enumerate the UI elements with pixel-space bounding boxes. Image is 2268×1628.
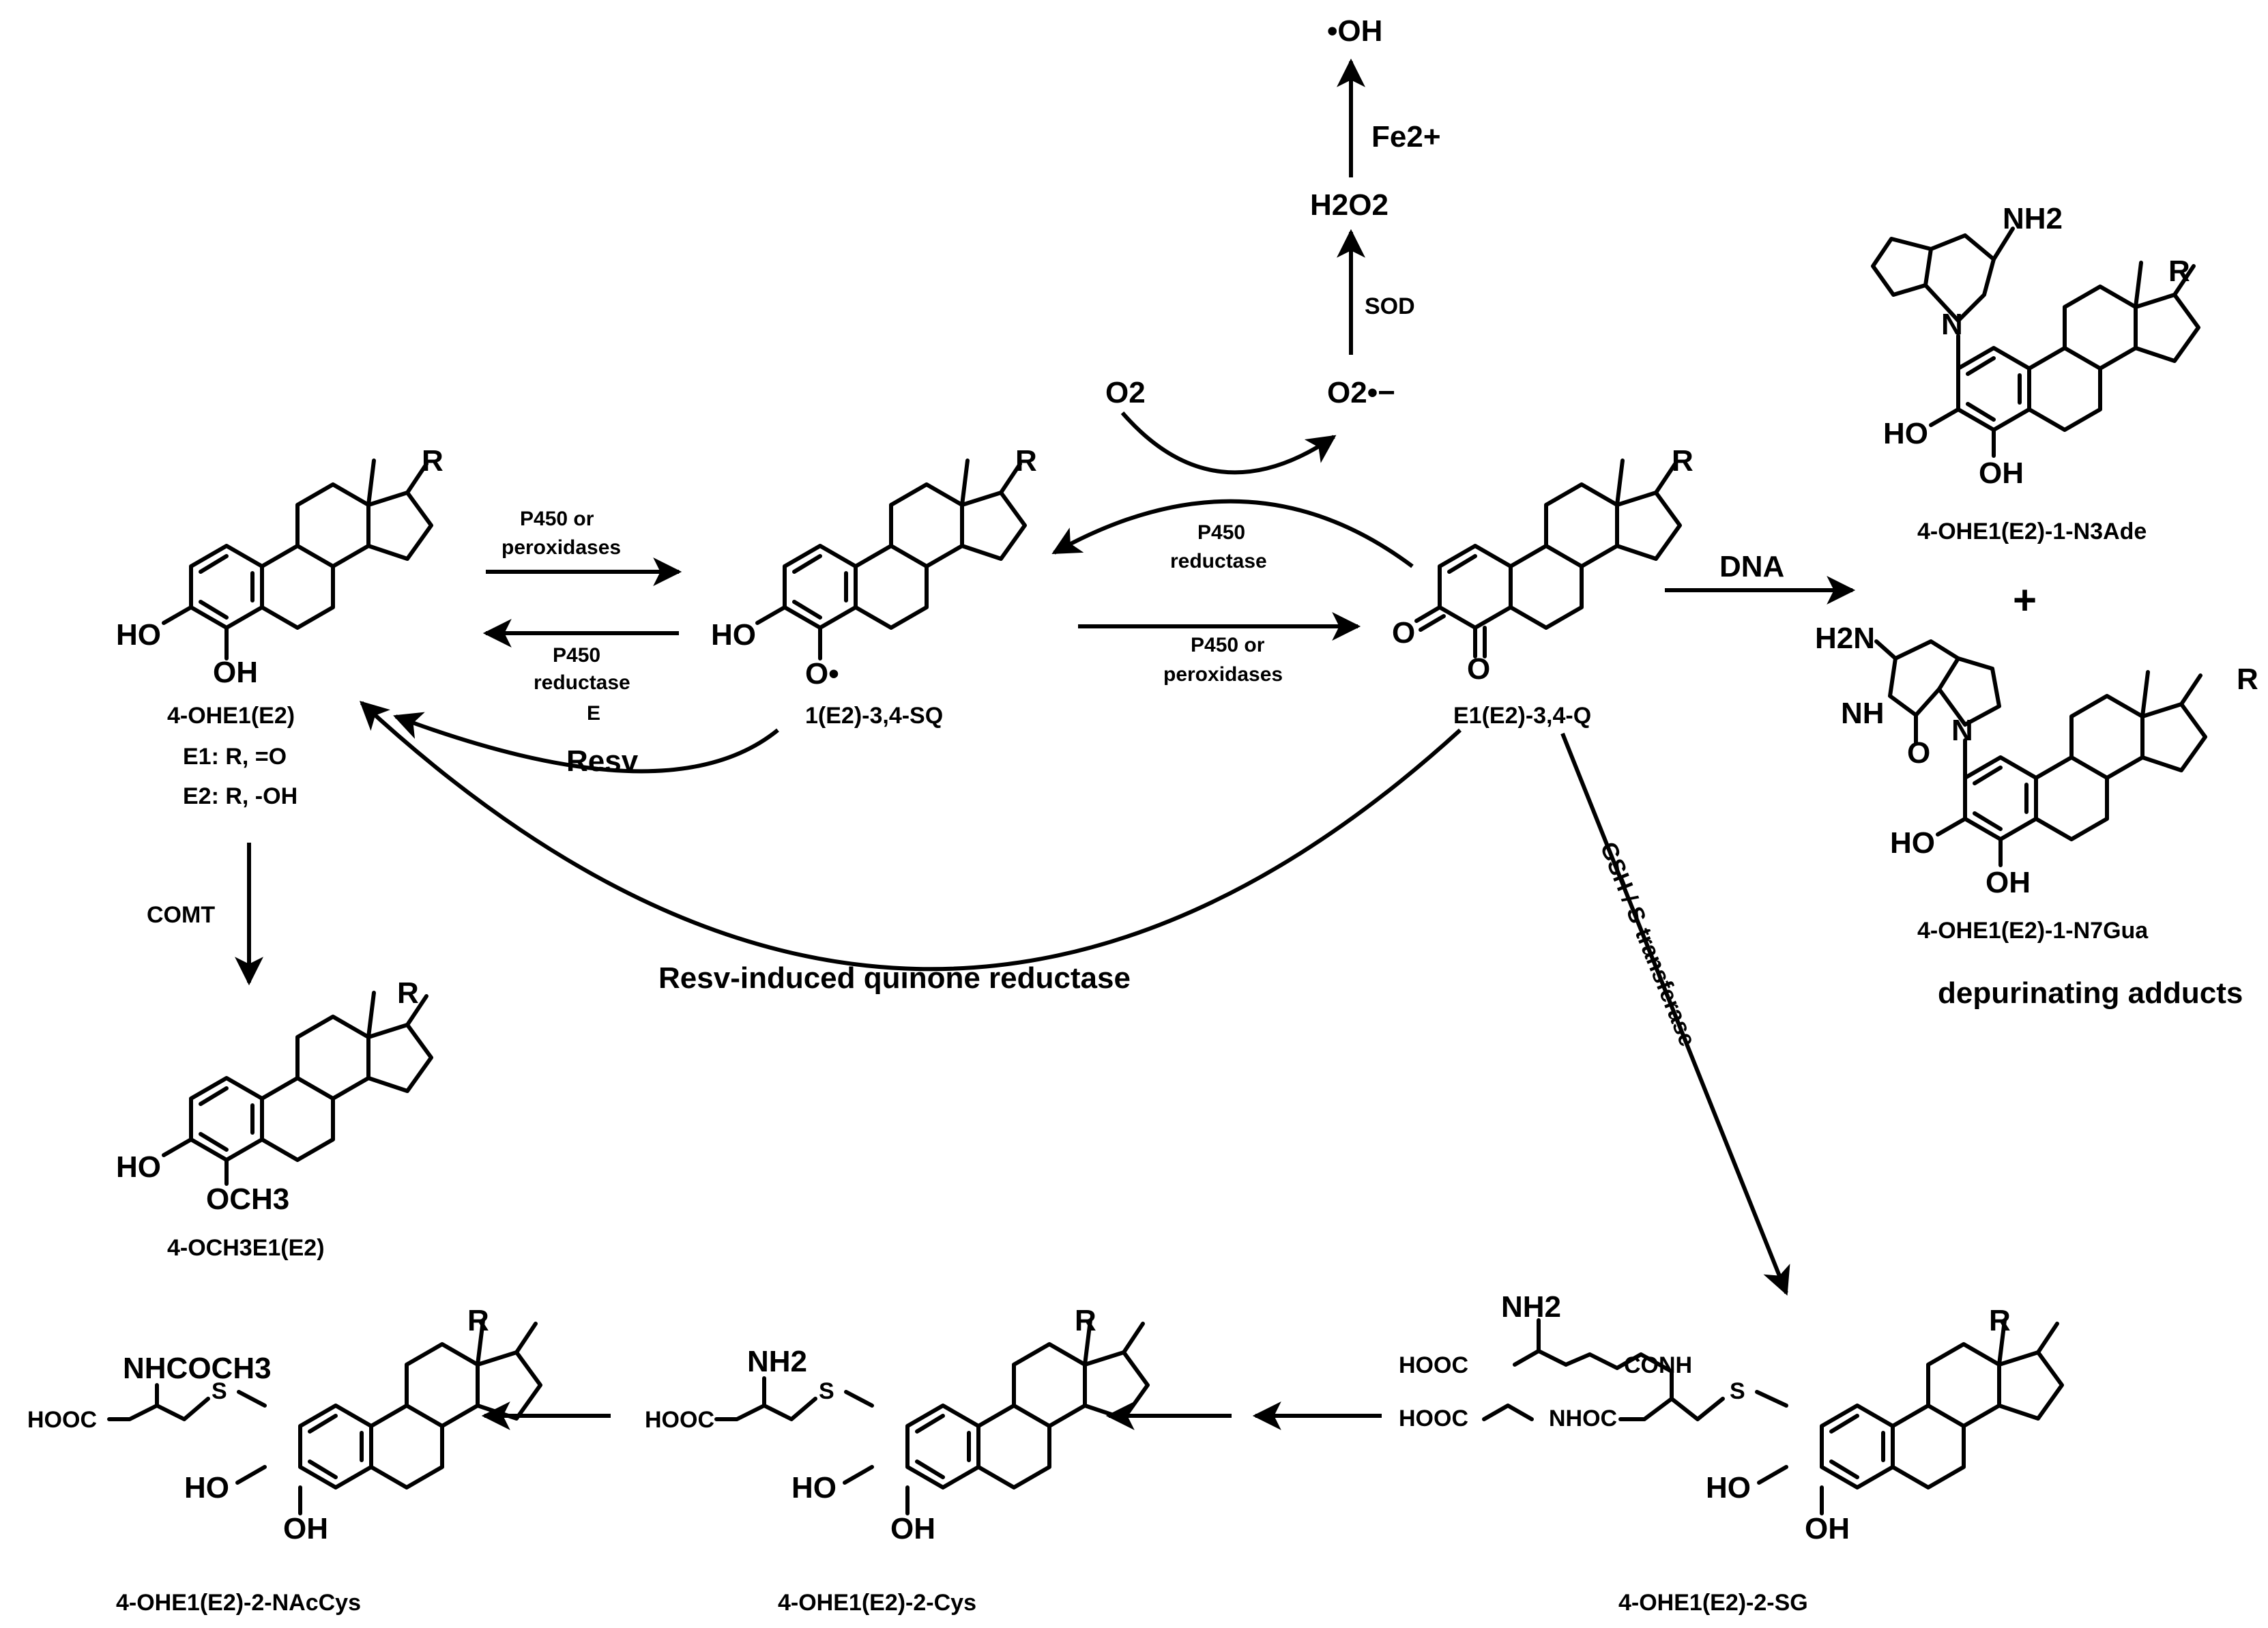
- n7gua-nh: NH: [1841, 697, 1885, 730]
- depurinating-adducts-label: depurinating adducts: [1938, 976, 2243, 1010]
- e1-definition: E1: R, =O: [183, 744, 287, 770]
- sg-conh: CONH: [1624, 1352, 1692, 1378]
- sg-nh2: NH2: [1501, 1290, 1561, 1324]
- semiquinone-o-radical: O•: [805, 657, 839, 691]
- sg-hooc-gly: HOOC: [1399, 1406, 1468, 1431]
- catechol-oh: OH: [213, 656, 258, 689]
- h2o2-label: H2O2: [1310, 188, 1389, 222]
- cys-oh: OH: [890, 1512, 935, 1545]
- compound-quinone: O O R E1(E2)-3,4-Q: [1392, 444, 1693, 729]
- methoxy-ho: HO: [116, 1150, 161, 1184]
- nacys-s: S: [212, 1378, 227, 1404]
- quinone-label: E1(E2)-3,4-Q: [1453, 703, 1591, 729]
- quinone-r: R: [1672, 444, 1693, 478]
- n7gua-ho: HO: [1890, 826, 1935, 860]
- o2-label: O2: [1105, 376, 1146, 409]
- semiquinone-label: 1(E2)-3,4-SQ: [805, 703, 943, 729]
- sg-s: S: [1730, 1378, 1745, 1404]
- n7gua-h2n: H2N: [1815, 622, 1875, 655]
- sod-label: SOD: [1365, 293, 1415, 319]
- resv-quinone-reductase-label: Resv-induced quinone reductase: [658, 961, 1131, 995]
- sg-hooc-glu: HOOC: [1399, 1352, 1468, 1378]
- n3ade-label: 4-OHE1(E2)-1-N3Ade: [1917, 519, 2147, 544]
- methoxy-och3: OCH3: [206, 1182, 289, 1216]
- nacys-hooc: HOOC: [27, 1407, 97, 1433]
- compound-n3ade-adduct: N NH2 HO OH R 4-OHE1(E2)-1-N3Ade: [1871, 202, 2198, 544]
- e2-definition: E2: R, -OH: [183, 783, 297, 809]
- cys-s: S: [819, 1378, 834, 1404]
- catechol-r: R: [422, 444, 444, 478]
- compound-methoxy: HO OCH3 R 4-OCH3E1(E2): [116, 976, 431, 1261]
- n3ade-ho: HO: [1883, 417, 1928, 450]
- cys-ho: HO: [791, 1471, 837, 1505]
- oh-radical-label: •OH: [1327, 14, 1382, 48]
- compound-n7gua-adduct: N H2N NH O HO OH R 4-OHE1(E2)-1-N7Gua: [1815, 622, 2258, 944]
- p450-ox-1-line1: P450 or: [520, 508, 594, 530]
- compound-nacys-conjugate: S NHCOCH3 HOOC HO OH R 4-OHE1(E2)-2-NAcC…: [27, 1304, 540, 1616]
- n3ade-n3: N: [1941, 308, 1963, 341]
- arrow-resv: [393, 712, 779, 774]
- cys-r: R: [1075, 1304, 1096, 1337]
- reagent-labels: P450 or peroxidases P450 reductase E Res…: [147, 14, 1784, 1050]
- quinone-o3: O: [1392, 616, 1415, 650]
- semiquinone-ho: HO: [711, 618, 756, 652]
- compound-cys-conjugate: S NH2 HOOC HO OH R 4-OHE1(E2)-2-Cys: [645, 1304, 1148, 1616]
- p450-ox-2-line1: P450 or: [1191, 634, 1265, 656]
- resv-label: Resv: [566, 744, 639, 778]
- n3ade-oh: OH: [1979, 456, 2024, 490]
- catechol-ho: HO: [116, 618, 161, 652]
- p450-red-1-line1: P450: [553, 644, 600, 667]
- p450-ox-2-line2: peroxidases: [1163, 663, 1283, 686]
- compound-sg-conjugate: S NH2 HOOC CONH HOOC NHOC HO OH R 4-OHE1…: [1399, 1290, 2062, 1616]
- nacys-oh: OH: [283, 1512, 328, 1545]
- sg-nhoc: NHOC: [1549, 1406, 1617, 1431]
- methoxy-label: 4-OCH3E1(E2): [167, 1235, 325, 1261]
- cys-label: 4-OHE1(E2)-2-Cys: [778, 1590, 976, 1616]
- compound-catechol-4-ohe: HO OH R 4-OHE1(E2) E1: R, =O E2: R, -OH: [116, 444, 444, 809]
- fe-label: Fe2+: [1371, 120, 1441, 154]
- compound-semiquinone: HO O• R 1(E2)-3,4-SQ: [711, 444, 1037, 729]
- n7gua-o: O: [1907, 736, 1930, 770]
- catechol-label: 4-OHE1(E2): [167, 703, 295, 729]
- sg-ho: HO: [1706, 1471, 1751, 1505]
- n3ade-nh2: NH2: [2003, 202, 2063, 235]
- arrow-o2-to-superoxide: [1120, 411, 1337, 475]
- p450-red-2-line2: reductase: [1170, 550, 1267, 572]
- n7gua-oh: OH: [1986, 866, 2031, 899]
- gsh-transferase-label: GSH / S-transferase: [1595, 839, 1701, 1050]
- nacys-r: R: [467, 1304, 489, 1337]
- nacys-label: 4-OHE1(E2)-2-NAcCys: [116, 1590, 361, 1616]
- n7gua-n7: N: [1951, 714, 1973, 747]
- superoxide-label: O2•−: [1327, 376, 1395, 409]
- plus-sign: +: [2013, 577, 2037, 623]
- sg-oh: OH: [1805, 1512, 1850, 1545]
- n7gua-label: 4-OHE1(E2)-1-N7Gua: [1917, 918, 2149, 944]
- arrow-gsh: [1560, 732, 1790, 1296]
- arrow-quinone-to-sq: [1051, 499, 1414, 568]
- n3ade-r: R: [2168, 255, 2190, 288]
- nacys-ho: HO: [184, 1471, 229, 1505]
- cys-hooc: HOOC: [645, 1407, 714, 1433]
- p450-red-2-line1: P450: [1197, 521, 1245, 544]
- quinone-o4: O: [1467, 652, 1490, 686]
- p450-ox-1-line2: peroxidases: [501, 536, 621, 559]
- semiquinone-r: R: [1015, 444, 1037, 478]
- sg-label: 4-OHE1(E2)-2-SG: [1618, 1590, 1808, 1616]
- comt-label: COMT: [147, 902, 215, 928]
- cys-nh2: NH2: [747, 1345, 807, 1378]
- methoxy-r: R: [397, 976, 419, 1010]
- nacys-nhcoch3: NHCOCH3: [123, 1352, 272, 1385]
- e-label: E: [587, 702, 600, 725]
- p450-red-1-line2: reductase: [534, 671, 630, 694]
- arrow-quinone-reductase: [359, 701, 1462, 972]
- reaction-arrows: [235, 58, 1856, 1430]
- sg-r: R: [1989, 1304, 2011, 1337]
- dna-label: DNA: [1719, 550, 1784, 583]
- n7gua-r: R: [2237, 663, 2258, 696]
